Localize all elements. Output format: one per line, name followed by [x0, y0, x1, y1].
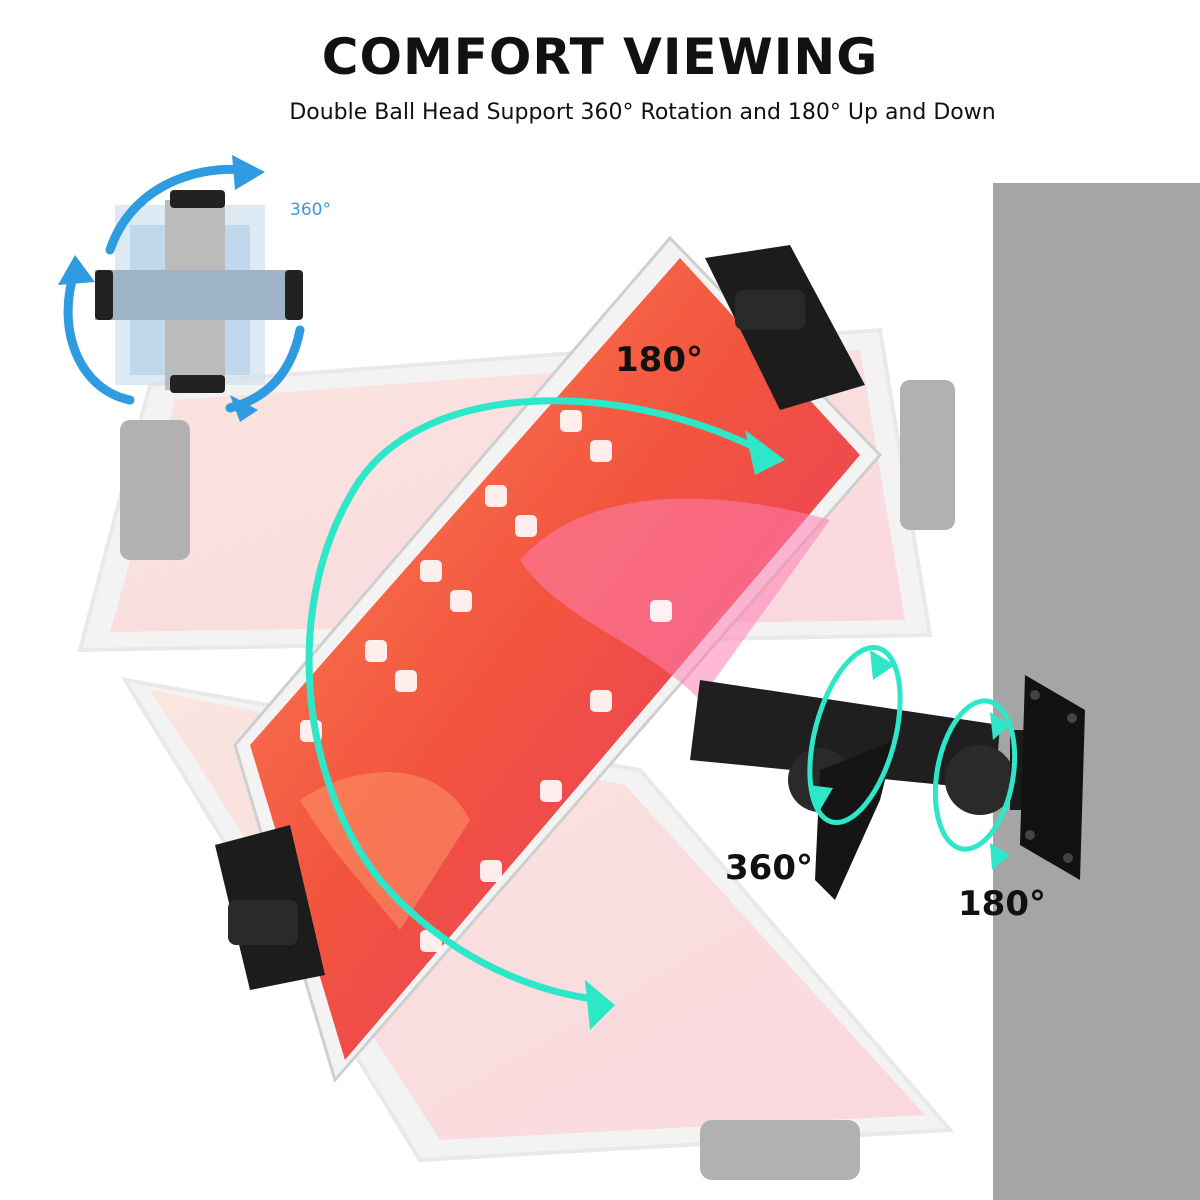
page-subtitle: Double Ball Head Support 360° Rotation a…	[289, 100, 996, 125]
wall-plate	[1020, 675, 1085, 880]
rotation-inset	[95, 190, 303, 393]
mount-arm	[690, 680, 1040, 900]
inset-rotation-label: 360°	[290, 200, 331, 220]
rotation-arrow-icon	[807, 644, 1018, 852]
page-title: COMFORT VIEWING	[321, 28, 879, 86]
tilt-arrow-icon	[305, 397, 764, 1004]
arm-rotation-label: 360°	[725, 848, 813, 888]
wall-tilt-label: 180°	[958, 884, 1046, 924]
screen-tilt-label: 180°	[615, 340, 703, 380]
tablet	[215, 235, 883, 1084]
